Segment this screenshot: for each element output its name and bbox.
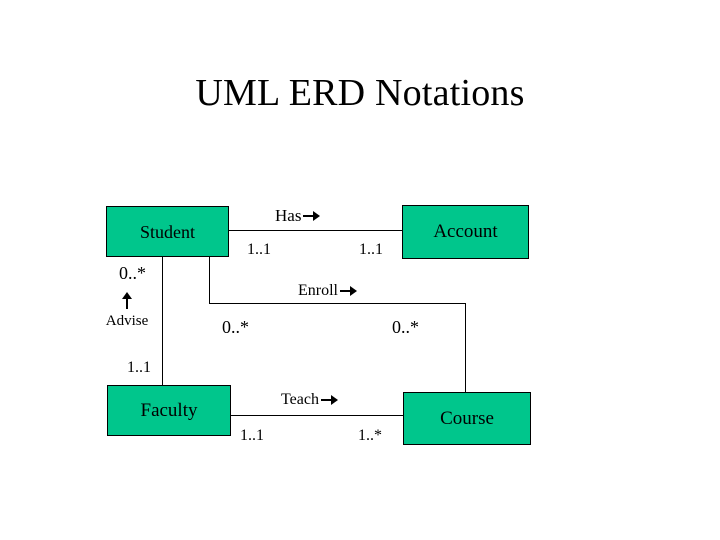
entity-label-student: Student <box>139 221 195 242</box>
entity-label-course: Course <box>440 407 494 429</box>
relationship-label-has: Has <box>275 206 321 226</box>
entity-label-faculty: Faculty <box>140 399 198 421</box>
entity-label-account: Account <box>433 221 498 242</box>
multiplicity-teach-faculty: 1..1 <box>240 427 264 444</box>
relationship-label-enroll: Enroll <box>298 281 358 301</box>
multiplicity-has-account: 1..1 <box>359 241 383 258</box>
entity-box-account[interactable]: Account <box>402 205 529 259</box>
multiplicity-enroll-course: 0..* <box>392 317 419 337</box>
multiplicity-teach-course: 1..* <box>358 427 382 444</box>
relationship-name-enroll: Enroll <box>298 282 338 299</box>
arrow-right-icon <box>340 285 358 297</box>
entity-box-student[interactable]: Student <box>106 206 229 257</box>
connector-enroll-segment-1 <box>209 257 210 304</box>
entity-box-course[interactable]: Course <box>403 392 531 445</box>
connector-teach <box>231 415 404 416</box>
arrow-right-icon <box>320 394 339 406</box>
arrow-right-icon <box>303 210 321 222</box>
connector-has <box>229 230 403 231</box>
arrow-up-icon <box>121 292 133 312</box>
connector-enroll-segment-2 <box>209 303 466 304</box>
connector-enroll-segment-3 <box>465 303 466 393</box>
relationship-name-advise: Advise <box>105 313 149 329</box>
multiplicity-enroll-student: 0..* <box>222 317 249 337</box>
relationship-name-teach: Teach <box>281 391 319 408</box>
entity-box-faculty[interactable]: Faculty <box>107 385 231 436</box>
multiplicity-advise-student: 0..* <box>119 263 146 283</box>
relationship-label-teach: Teach <box>281 390 339 410</box>
connector-advise <box>162 257 163 386</box>
page-title: UML ERD Notations <box>195 72 525 114</box>
multiplicity-has-student: 1..1 <box>247 241 271 258</box>
relationship-label-advise: Advise <box>94 292 160 330</box>
relationship-name-has: Has <box>275 206 302 225</box>
multiplicity-advise-faculty: 1..1 <box>127 359 151 376</box>
